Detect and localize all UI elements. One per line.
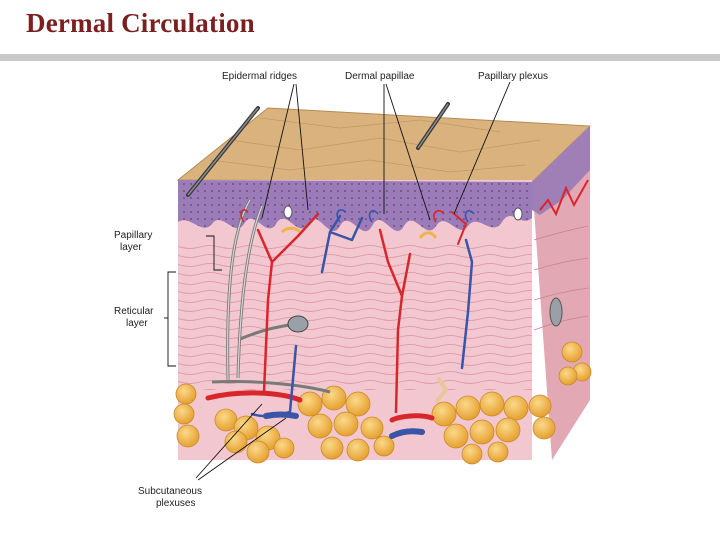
label-reticular-layer-line2: layer [126,318,148,329]
slide-title: Dermal Circulation [26,8,255,38]
subcutaneous-fat [173,341,592,465]
label-papillary-layer-line2: layer [120,242,142,253]
hair-shafts [186,102,450,197]
label-subcutaneous-line1: Subcutaneous [138,486,202,497]
label-subcutaneous-line2: plexuses [156,498,195,509]
nerve-fibers [211,199,331,394]
label-reticular-layer-line1: Reticular [114,306,154,317]
venous-vessels [250,214,474,439]
leader-lines [164,81,511,481]
title-divider [0,54,720,61]
label-epidermal-ridges: Epidermal ridges [222,71,297,82]
epidermis-layer [178,180,532,232]
label-papillary-plexus: Papillary plexus [478,71,548,82]
papillary-capillary-loops [240,205,523,404]
label-papillary-layer-line1: Papillary [114,230,152,241]
label-dermal-papillae: Dermal papillae [345,71,415,82]
